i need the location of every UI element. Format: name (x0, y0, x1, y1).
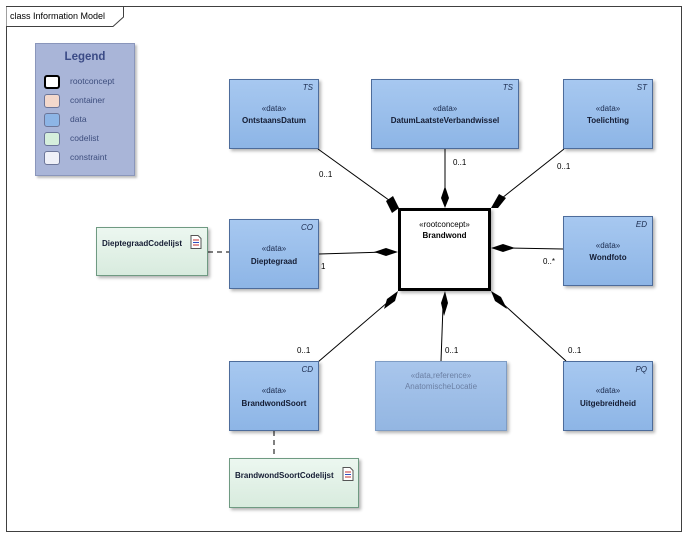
document-icon (190, 235, 202, 249)
class-datatype-tag: ST (636, 83, 647, 92)
multiplicity-toelichting: 0..1 (557, 162, 571, 171)
legend-swatch-constraint (44, 151, 60, 165)
class-stereotype: «data» (261, 386, 287, 395)
class-dieptegraad[interactable]: CO «data» Dieptegraad (229, 219, 319, 289)
class-anatomischelocatie[interactable]: «data,reference» AnatomischeLocatie (375, 361, 507, 431)
diamond-wondfoto (491, 244, 515, 252)
diamond-toelichting (491, 194, 506, 208)
frame-title-tab (6, 6, 124, 27)
multiplicity-datumlaatsteverbandwissel: 0..1 (453, 158, 467, 167)
class-stereotype: «data» (261, 104, 287, 113)
multiplicity-uitgebreidheid: 0..1 (568, 346, 582, 355)
diamond-uitgebreidheid (491, 291, 507, 309)
diamond-ontstaansdatum (386, 196, 399, 213)
legend-label: container (70, 95, 105, 105)
class-name: Wondfoto (589, 253, 627, 262)
frame-title: class Information Model (10, 11, 106, 21)
codelist-dieptegraadcodelijst[interactable]: DieptegraadCodelijst (96, 227, 208, 276)
diamond-datumlaatsteverbandwissel (441, 186, 449, 208)
class-stereotype: «data» (261, 244, 287, 253)
class-name: Dieptegraad (250, 257, 298, 266)
multiplicity-ontstaansdatum: 0..1 (319, 170, 333, 179)
codelist-name: DieptegraadCodelijst (102, 239, 183, 248)
multiplicity-dieptegraad: 1 (321, 262, 326, 271)
multiplicity-anatomischelocatie: 0..1 (445, 346, 459, 355)
class-stereotype: «data,reference» (410, 371, 472, 380)
class-stereotype: «data» (595, 386, 621, 395)
connector-anatomischelocatie (440, 305, 444, 362)
legend-swatch-data (44, 113, 60, 127)
diamond-anatomischelocatie (441, 291, 448, 316)
class-name: Brandwond (422, 231, 467, 240)
class-stereotype: «rootconcept» (419, 220, 470, 229)
class-datatype-tag: ED (635, 220, 647, 229)
connector-brandwondsoort (317, 301, 389, 363)
legend-label: rootconcept (70, 76, 115, 86)
class-stereotype: «data» (432, 104, 458, 113)
codelist-name: BrandwondSoortCodelijst (235, 471, 334, 480)
class-name: DatumLaatsteVerbandwissel (390, 116, 500, 125)
class-brandwond[interactable]: «rootconcept» Brandwond (398, 208, 491, 291)
class-datumlaatsteverbandwissel[interactable]: TS «data» DatumLaatsteVerbandwissel (371, 79, 519, 149)
legend-label: codelist (70, 133, 99, 143)
legend-title: Legend (64, 51, 106, 63)
legend-label: constraint (70, 152, 107, 162)
class-datatype-tag: TS (302, 83, 313, 92)
codelist-brandwondsoortcodelijst[interactable]: BrandwondSoortCodelijst (229, 458, 359, 508)
diamond-dieptegraad (374, 248, 398, 256)
class-name: Toelichting (586, 116, 630, 125)
diamond-brandwondsoort (384, 291, 398, 309)
legend-swatch-codelist (44, 132, 60, 146)
connector-dieptegraad (318, 251, 387, 255)
class-uitgebreidheid[interactable]: PQ «data» Uitgebreidheid (563, 361, 653, 431)
class-stereotype: «data» (595, 104, 621, 113)
connector-uitgebreidheid (500, 301, 567, 362)
legend-swatch-rootconcept (44, 75, 60, 89)
class-name: OntstaansDatum (241, 116, 306, 125)
class-name: Uitgebreidheid (579, 399, 636, 408)
class-datatype-tag: CO (301, 223, 313, 232)
class-name: BrandwondSoort (241, 399, 307, 408)
connector-ontstaansdatum (317, 148, 394, 204)
connector-toelichting (496, 148, 565, 203)
class-datatype-tag: CD (301, 365, 313, 374)
legend-swatch-container (44, 94, 60, 108)
legend: Legend rootconcept container data codeli… (35, 43, 135, 176)
class-toelichting[interactable]: ST «data» Toelichting (563, 79, 653, 149)
legend-label: data (70, 114, 87, 124)
class-datatype-tag: TS (502, 83, 513, 92)
multiplicity-wondfoto: 0..* (543, 257, 556, 266)
class-wondfoto[interactable]: ED «data» Wondfoto (563, 216, 653, 286)
class-datatype-tag: PQ (635, 365, 647, 374)
connector-wondfoto (504, 247, 564, 250)
class-stereotype: «data» (595, 241, 621, 250)
class-ontstaansdatum[interactable]: TS «data» OntstaansDatum (229, 79, 319, 149)
class-name: AnatomischeLocatie (404, 382, 478, 391)
document-icon (342, 467, 354, 481)
class-brandwondsoort[interactable]: CD «data» BrandwondSoort (229, 361, 319, 431)
diagram-frame (6, 6, 682, 532)
multiplicity-brandwondsoort: 0..1 (297, 346, 311, 355)
